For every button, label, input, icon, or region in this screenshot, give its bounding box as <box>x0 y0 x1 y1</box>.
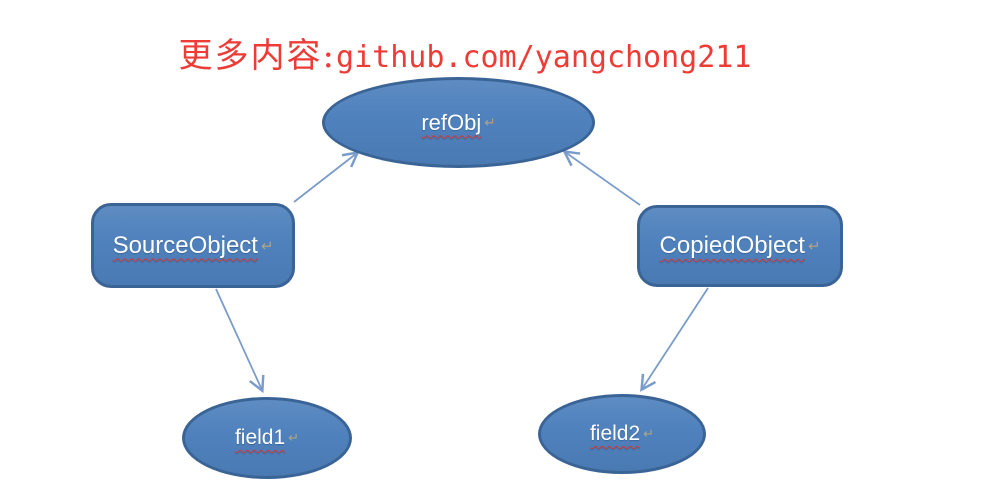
edge-copiedobject-to-refobj <box>565 152 641 206</box>
paragraph-mark-icon: ↵ <box>643 426 655 441</box>
edge-copiedobject-to-field2 <box>642 287 709 389</box>
node-field1-label: field1 <box>234 426 286 449</box>
paragraph-mark-icon: ↵ <box>484 114 496 130</box>
node-refobj-label: refObj <box>421 109 482 135</box>
node-field2: field2 ↵ <box>538 394 706 474</box>
edge-sourceobject-to-refobj <box>293 153 357 203</box>
watermark-caption: 更多内容:github.com/yangchong211 <box>0 28 930 77</box>
edge-sourceobject-to-field1 <box>215 288 262 390</box>
node-refobj: refObj ↵ <box>322 77 595 168</box>
watermark-chinese-text: 更多内容: <box>178 36 337 76</box>
paragraph-mark-icon: ↵ <box>260 238 274 255</box>
node-field2-label: field2 <box>589 422 641 445</box>
node-field1: field1 ↵ <box>182 397 352 479</box>
node-sourceobject-label: SourceObject <box>112 231 258 259</box>
node-copiedobject-label: CopiedObject <box>659 232 805 259</box>
paragraph-mark-icon: ↵ <box>288 430 300 445</box>
paragraph-mark-icon: ↵ <box>807 239 821 255</box>
node-copiedobject: CopiedObject ↵ <box>637 205 843 287</box>
watermark-url-text: github.com/yangchong211 <box>336 40 752 75</box>
node-sourceobject: SourceObject ↵ <box>91 203 295 288</box>
